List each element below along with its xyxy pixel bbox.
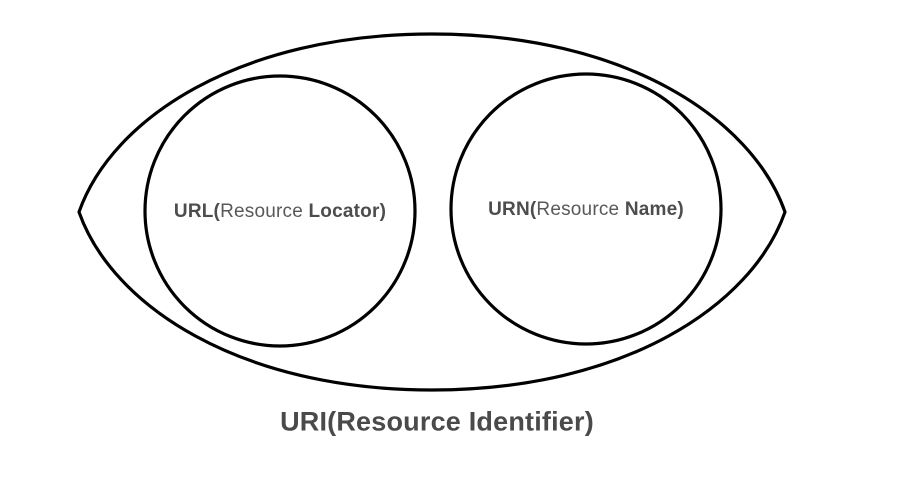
urn-circle [449,72,723,346]
urn-circle-label: URN(Resource Name) [488,199,684,221]
url-circle [143,74,417,348]
urn-label-bold-end: Name) [624,199,684,220]
uri-outer-ellipse [77,32,787,392]
url-circle-label: URL(Resource Locator) [174,201,386,223]
urn-label-regular: Resource [536,199,625,220]
url-label-bold-start: URL( [173,201,221,222]
uri-outer-label: URI(Resource Identifier) [280,406,594,437]
url-label-regular: Resource [220,201,309,222]
url-label-bold-end: Locator) [308,201,387,222]
urn-label-bold-start: URN( [488,199,537,220]
